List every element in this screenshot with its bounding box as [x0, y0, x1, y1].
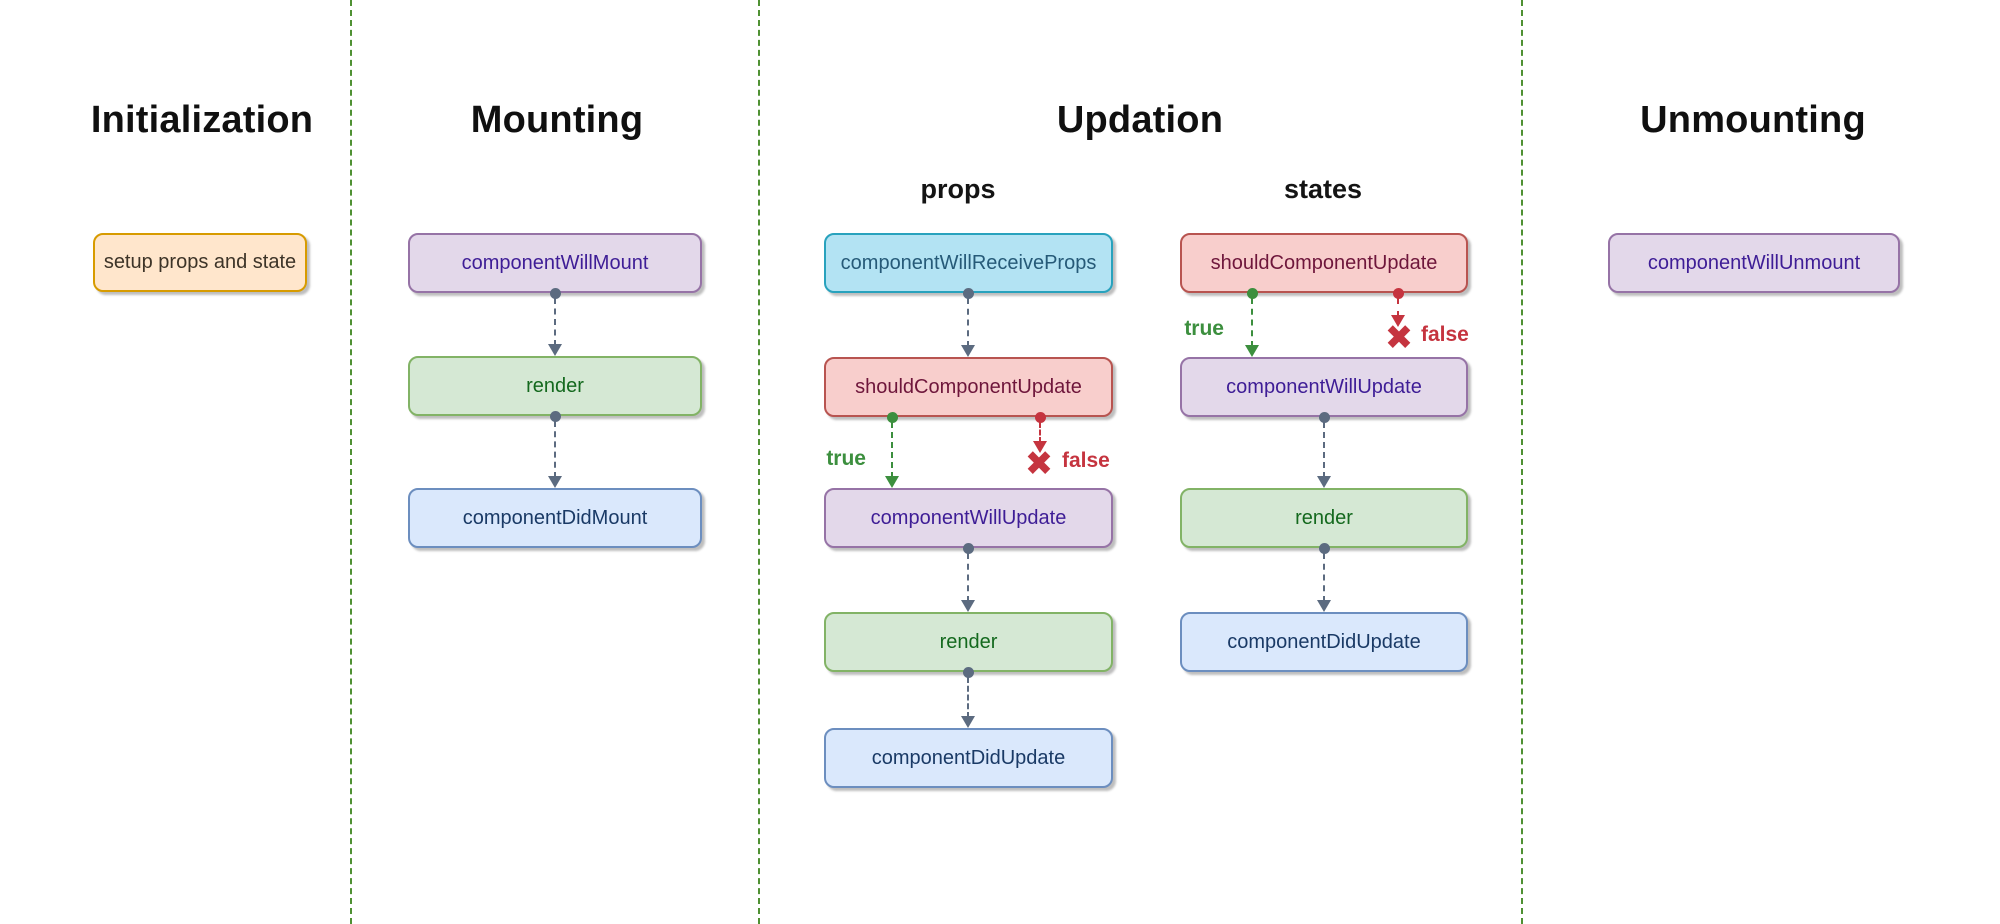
node-should-component-update: shouldComponentUpdate: [824, 357, 1113, 417]
arrow-line: [553, 298, 556, 346]
node-component-did-mount: componentDidMount: [408, 488, 702, 548]
arrow-start-dot: [962, 287, 974, 299]
arrow-start-dot: [1392, 287, 1404, 299]
arrow-head-icon: [548, 344, 562, 356]
node-component-did-update: componentDidUpdate: [824, 728, 1113, 788]
node-label: render: [526, 374, 584, 397]
node-label: shouldComponentUpdate: [855, 375, 1082, 398]
arrow-start-dot: [962, 666, 974, 678]
arrow-head-icon: [1033, 441, 1047, 453]
arrow-head-icon: [961, 345, 975, 357]
arrow-start-dot: [549, 410, 561, 422]
arrow-head-icon: [1391, 315, 1405, 327]
section-title-updation: Updation: [1056, 99, 1224, 141]
node-label: componentDidUpdate: [871, 746, 1066, 769]
arrow-line: [966, 677, 969, 718]
section-title-initialization: Initialization: [90, 99, 314, 141]
arrow-start-dot: [1318, 542, 1330, 554]
node-label: componentWillUnmount: [1647, 251, 1861, 274]
node-label: componentDidUpdate: [1227, 630, 1421, 653]
node-render: render: [1180, 488, 1468, 548]
node-label: componentWillUpdate: [1226, 375, 1422, 398]
branch-label-false: false: [1062, 449, 1110, 472]
arrow-line: [966, 553, 969, 602]
arrow-start-dot: [1246, 287, 1258, 299]
node-render: render: [824, 612, 1113, 672]
arrow-line: [1322, 422, 1325, 478]
arrow-line: [1322, 553, 1325, 602]
arrow-start-dot: [549, 287, 561, 299]
arrow-start-dot: [886, 411, 898, 423]
arrow-start-dot: [1034, 411, 1046, 423]
arrow-head-icon: [1245, 345, 1259, 357]
section-divider: [350, 0, 352, 924]
node-label: componentWillUpdate: [870, 506, 1067, 529]
node-label: render: [939, 630, 998, 653]
arrow-head-icon: [1317, 600, 1331, 612]
node-label: shouldComponentUpdate: [1210, 251, 1438, 274]
arrow-line: [1038, 422, 1041, 443]
arrow-start-dot: [1318, 411, 1330, 423]
section-title-mounting: Mounting: [470, 99, 644, 141]
arrow-start-dot: [962, 542, 974, 554]
node-setup-props-and-state: setup props and state: [93, 233, 307, 292]
branch-label-true: true: [826, 447, 866, 470]
node-component-will-mount: componentWillMount: [408, 233, 702, 293]
node-component-will-unmount: componentWillUnmount: [1608, 233, 1900, 293]
column-label-states: states: [1283, 174, 1363, 204]
node-component-will-receive-props: componentWillReceiveProps: [824, 233, 1113, 293]
arrow-line: [1250, 298, 1253, 347]
arrow-line: [1396, 298, 1399, 317]
false-x-icon: ✖: [1024, 445, 1054, 483]
arrow-head-icon: [961, 600, 975, 612]
arrow-line: [553, 421, 556, 478]
node-should-component-update: shouldComponentUpdate: [1180, 233, 1468, 293]
node-label: componentWillReceiveProps: [840, 251, 1097, 274]
branch-label-false: false: [1421, 323, 1469, 346]
arrow-line: [966, 298, 969, 347]
arrow-head-icon: [885, 476, 899, 488]
arrow-line: [890, 422, 893, 478]
column-label-props: props: [920, 174, 996, 204]
arrow-head-icon: [548, 476, 562, 488]
arrow-head-icon: [1317, 476, 1331, 488]
section-title-unmounting: Unmounting: [1640, 99, 1866, 141]
node-component-did-update: componentDidUpdate: [1180, 612, 1468, 672]
node-component-will-update: componentWillUpdate: [1180, 357, 1468, 417]
branch-label-true: true: [1184, 317, 1224, 340]
node-render: render: [408, 356, 702, 416]
section-divider: [758, 0, 760, 924]
false-x-icon: ✖: [1384, 319, 1414, 357]
arrow-head-icon: [961, 716, 975, 728]
node-component-will-update: componentWillUpdate: [824, 488, 1113, 548]
section-divider: [1521, 0, 1523, 924]
node-label: render: [1295, 506, 1353, 529]
node-label: setup props and state: [103, 251, 297, 273]
node-label: componentDidMount: [462, 506, 648, 529]
node-label: componentWillMount: [461, 251, 649, 274]
